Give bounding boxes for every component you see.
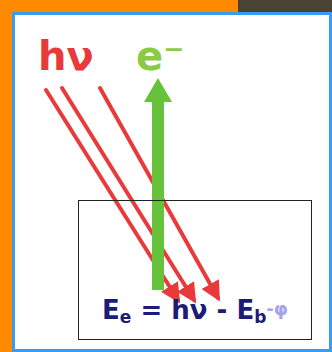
photon-rays xyxy=(46,88,218,300)
equation: Ee = hν - Eb-φ xyxy=(102,295,288,327)
equation-part: E xyxy=(102,295,120,325)
electron-arrow xyxy=(144,78,172,290)
photon-ray xyxy=(100,88,218,298)
equation-part: e xyxy=(120,307,132,327)
photon-label: hν xyxy=(38,36,94,76)
arrow-head xyxy=(144,78,172,102)
photon-ray xyxy=(62,88,194,300)
arrow-shaft xyxy=(152,100,164,290)
electron-label: e⁻ xyxy=(136,36,184,76)
equation-part: = hν - E xyxy=(131,295,254,325)
equation-part: -φ xyxy=(266,298,288,319)
equation-part: b xyxy=(254,307,266,327)
surface-box: Ee = hν - Eb-φ xyxy=(78,200,312,340)
photo-strip xyxy=(238,0,332,12)
photon-ray xyxy=(46,90,178,300)
